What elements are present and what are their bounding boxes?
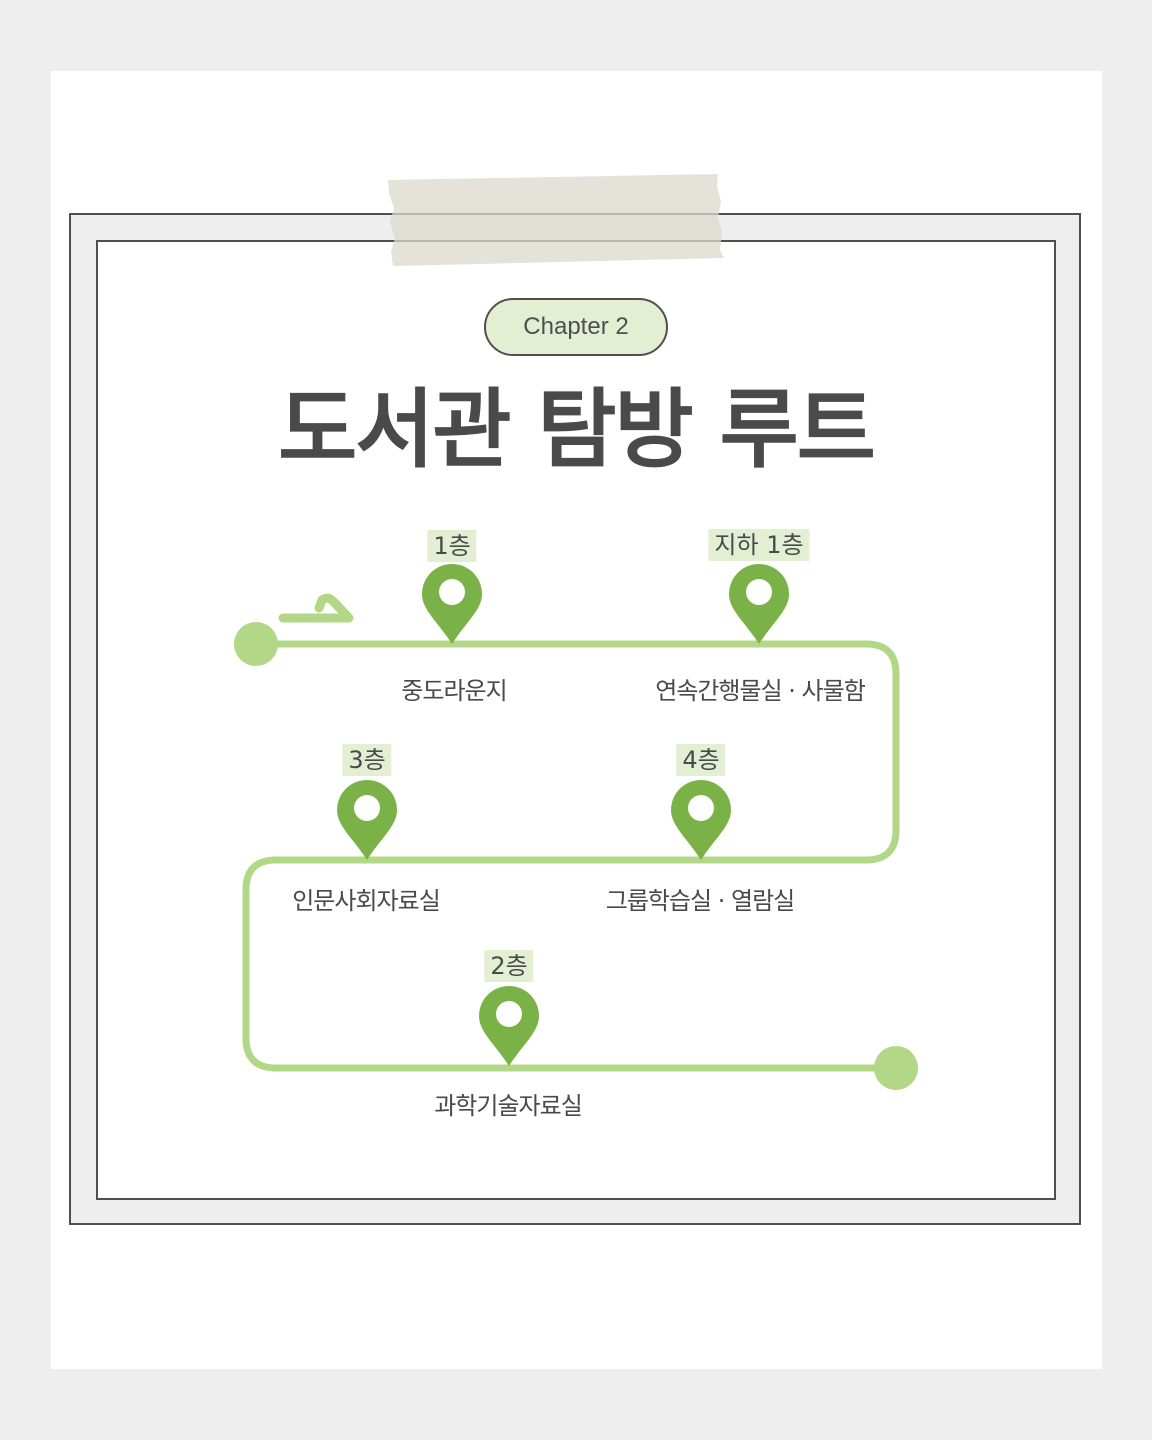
place-label-lounge: 중도라운지 xyxy=(401,677,507,705)
place-label-periodicals: 연속간행물실 · 사물함 xyxy=(655,677,866,705)
place-label-humanities: 인문사회자료실 xyxy=(292,887,441,915)
pin-hole-4f xyxy=(688,795,714,821)
direction-arrow-icon xyxy=(278,593,354,623)
floor-tag-3f: 3층 xyxy=(342,744,392,776)
place-label-science: 과학기술자료실 xyxy=(434,1092,583,1120)
pin-hole-1f xyxy=(439,579,465,605)
masking-tape xyxy=(388,174,724,266)
floor-tag-2f: 2층 xyxy=(484,950,534,982)
pin-hole-2f xyxy=(496,1001,522,1027)
floor-tag-4f: 4층 xyxy=(676,744,726,776)
route-path xyxy=(242,640,900,1072)
page-title: 도서관 탐방 루트 xyxy=(278,380,876,480)
pin-hole-b1 xyxy=(746,579,772,605)
place-label-group-study: 그룹학습실 · 열람실 xyxy=(605,887,796,915)
floor-tag-1f: 1층 xyxy=(427,530,477,562)
pin-hole-3f xyxy=(354,795,380,821)
route-start-dot xyxy=(234,622,278,666)
floor-tag-b1: 지하 1층 xyxy=(708,529,810,561)
chapter-chip: Chapter 2 xyxy=(484,298,668,356)
route-end-dot xyxy=(874,1046,918,1090)
